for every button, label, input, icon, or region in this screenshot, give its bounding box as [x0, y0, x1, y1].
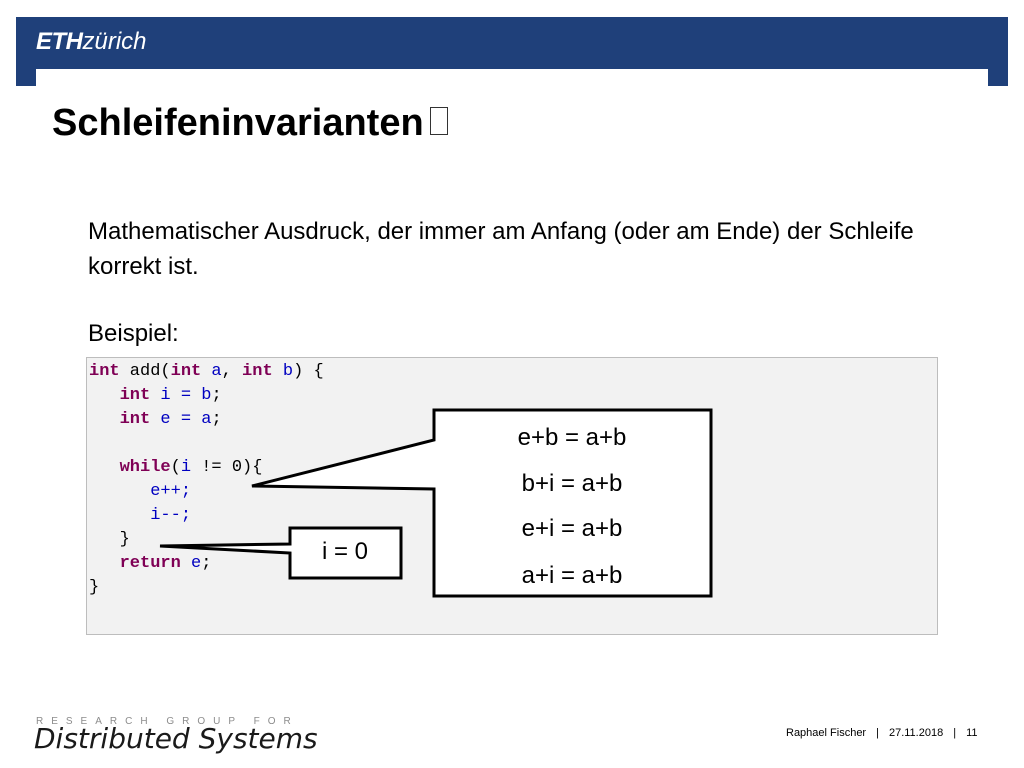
invariant-1: e+b = a+b: [517, 424, 627, 451]
footer-separator: |: [953, 727, 957, 739]
code-token: int: [119, 386, 151, 405]
code-line-2: int i = b;: [89, 386, 222, 405]
header-right-tab: [988, 69, 1008, 86]
code-line-5: while(i != 0){: [89, 458, 263, 477]
termination-condition: i = 0: [321, 538, 369, 565]
code-line-10: }: [89, 578, 99, 597]
slide-title: Schleifeninvarianten: [52, 102, 448, 145]
code-token: b: [272, 362, 294, 381]
invariant-4: a+i = a+b: [521, 562, 623, 589]
footer-date: 27.11.2018: [888, 727, 944, 739]
code-line-6: e++;: [89, 482, 191, 501]
code-token: a: [201, 410, 212, 429]
code-token: ) {: [293, 362, 324, 381]
code-token: e: [150, 482, 161, 501]
code-line-3: int e = a;: [89, 410, 222, 429]
code-token: int: [119, 410, 151, 429]
code-token: }: [89, 578, 100, 597]
footer-author: Raphael Fischer: [786, 727, 867, 739]
code-token: int: [170, 362, 202, 381]
code-token: int: [89, 362, 120, 381]
code-line-9: return e;: [89, 554, 212, 573]
code-token: i: [150, 506, 161, 525]
header-bar: [16, 17, 1008, 69]
footer-separator: |: [876, 727, 879, 739]
missing-glyph-icon: [429, 106, 448, 135]
body-text: Mathematischer Ausdruck, der immer am An…: [88, 218, 914, 280]
slide-title-text: Schleifeninvarianten: [52, 102, 424, 144]
invariant-callout-shape: [251, 408, 713, 598]
code-token: (: [170, 458, 181, 477]
slide-footer: Raphael Fischer | 27.11.2018 | 11: [786, 727, 977, 739]
code-token: while: [119, 458, 171, 477]
code-token: ++;: [160, 482, 192, 501]
code-token: ;: [211, 386, 222, 405]
code-token: a: [201, 362, 222, 381]
termination-callout-shape: [159, 526, 403, 580]
code-token: i: [180, 458, 192, 477]
logo-zurich: zürich: [82, 28, 147, 55]
research-group-name: Distributed Systems: [34, 722, 318, 755]
code-token: ,: [221, 362, 243, 381]
code-token: ;: [201, 554, 212, 573]
code-token: }: [119, 530, 130, 549]
code-listing: int add(int a, int b) { int i = b; int e…: [87, 358, 937, 600]
code-token: e: [191, 554, 202, 573]
code-token: int: [242, 362, 273, 381]
code-token: e =: [150, 410, 202, 429]
invariant-2: b+i = a+b: [521, 470, 623, 497]
header-left-tab: [16, 69, 36, 86]
logo-eth: ETH: [36, 28, 83, 55]
research-group-prefix: RESEARCH GROUP FOR: [36, 716, 299, 727]
code-token: add(: [119, 362, 171, 381]
code-token: --;: [160, 506, 192, 525]
example-label: Beispiel:: [88, 320, 179, 347]
code-token: b: [201, 386, 212, 405]
code-line-7: i--;: [89, 506, 191, 525]
code-token: != 0){: [191, 458, 263, 477]
code-line-1: int add(int a, int b) {: [89, 362, 324, 381]
eth-logo: ETHzürich: [36, 28, 147, 56]
code-token: i =: [150, 386, 202, 405]
code-line-8: }: [89, 530, 130, 549]
invariant-3: e+i = a+b: [521, 515, 623, 542]
code-token: return: [119, 554, 181, 573]
code-token: ;: [211, 410, 222, 429]
page-number: 11: [966, 727, 978, 739]
